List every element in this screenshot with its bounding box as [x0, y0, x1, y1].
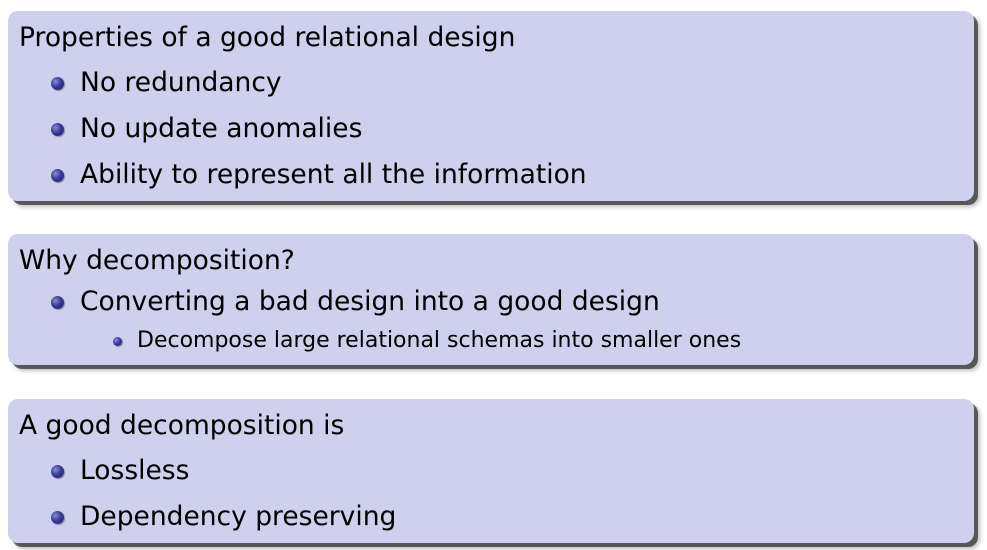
- block-title: Why decomposition?: [19, 245, 295, 276]
- bullet-ball-icon: [51, 122, 64, 136]
- bullet-ball-icon: [51, 464, 64, 478]
- list-item: Converting a bad design into a good desi…: [51, 286, 660, 318]
- list-item-label: No update anomalies: [80, 113, 363, 144]
- block-good-design-properties: Properties of a good relational design N…: [8, 11, 974, 201]
- list-item: No update anomalies: [51, 113, 362, 145]
- block-good-decomposition: A good decomposition is Lossless Depende…: [8, 399, 974, 543]
- block-title: A good decomposition is: [19, 410, 345, 441]
- list-item-label: Lossless: [80, 455, 190, 486]
- list-item: Ability to represent all the information: [51, 159, 587, 191]
- subbullet-ball-icon: [113, 336, 122, 346]
- block-why-decomposition: Why decomposition? Converting a bad desi…: [8, 234, 974, 365]
- list-item-label: Converting a bad design into a good desi…: [80, 286, 660, 317]
- list-item: No redundancy: [51, 67, 282, 99]
- sub-list-item-label: Decompose large relational schemas into …: [137, 328, 742, 353]
- list-item: Dependency preserving: [51, 501, 396, 533]
- bullet-ball-icon: [51, 510, 64, 524]
- bullet-ball-icon: [51, 168, 64, 182]
- bullet-ball-icon: [51, 295, 64, 309]
- list-item-label: No redundancy: [80, 67, 282, 98]
- sub-list-item: Decompose large relational schemas into …: [113, 328, 741, 354]
- list-item: Lossless: [51, 455, 189, 487]
- bullet-ball-icon: [51, 76, 64, 90]
- list-item-label: Ability to represent all the information: [80, 159, 587, 190]
- list-item-label: Dependency preserving: [80, 501, 397, 532]
- block-title: Properties of a good relational design: [19, 22, 516, 53]
